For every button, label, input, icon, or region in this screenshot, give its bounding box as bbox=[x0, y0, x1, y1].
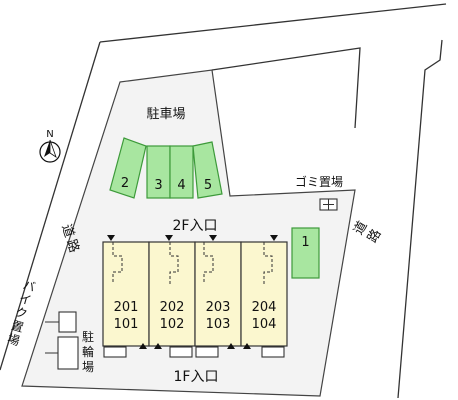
entrance-2f-marker bbox=[107, 235, 115, 241]
parking-area: 2 3 4 5 1 bbox=[109, 137, 320, 279]
road-label-right-char: 道 bbox=[351, 219, 370, 238]
entrance-2f-label: 2F入口 bbox=[173, 218, 218, 234]
parking-space-label-1: 1 bbox=[301, 235, 309, 250]
compass-north-label: N bbox=[46, 129, 53, 140]
stair-outline bbox=[203, 242, 214, 284]
parking-space-label-4: 4 bbox=[177, 178, 185, 193]
entrance-2f-marker bbox=[209, 235, 217, 241]
unit-label-101: 101 bbox=[114, 317, 139, 332]
bike-label-char: ク bbox=[14, 305, 29, 322]
unit-label-103: 103 bbox=[206, 317, 231, 332]
unit-label-201: 201 bbox=[114, 300, 139, 315]
parking-space-2 bbox=[109, 137, 147, 199]
bike-label-char: イ bbox=[18, 291, 33, 308]
entrance-1f-label: 1F入口 bbox=[174, 369, 219, 385]
parking-space-5 bbox=[192, 141, 223, 199]
entrance-1f-marker bbox=[139, 343, 147, 349]
road-label-right: 道 路 bbox=[351, 219, 384, 246]
bike-label-char: 置 bbox=[10, 318, 25, 335]
upper-right-boundary bbox=[211, 47, 361, 129]
building: 201 101 202 102 203 103 204 104 bbox=[102, 235, 288, 358]
road-label-left-char: 道 bbox=[58, 222, 76, 239]
road-label-left-char: 路 bbox=[63, 237, 82, 254]
door-box bbox=[195, 346, 219, 358]
bike-parking-label: バ イ ク 置 場 bbox=[6, 278, 37, 349]
compass-needle-icon bbox=[44, 140, 50, 157]
bicycle-parking-box bbox=[57, 336, 79, 370]
door-box bbox=[169, 346, 193, 358]
stair-outline bbox=[112, 242, 123, 284]
unit-label-102: 102 bbox=[160, 317, 185, 332]
unit-203-103 bbox=[194, 241, 242, 347]
unit-label-104: 104 bbox=[252, 317, 277, 332]
parking-space-label-3: 3 bbox=[154, 178, 162, 193]
bike-label-char: 場 bbox=[6, 332, 21, 349]
stair-outline bbox=[263, 242, 273, 284]
left-road-edge bbox=[0, 41, 101, 371]
north-compass: N bbox=[39, 129, 61, 163]
top-road-edge bbox=[99, 3, 447, 43]
unit-label-203: 203 bbox=[206, 300, 231, 315]
entrance-2f-marker bbox=[270, 235, 278, 241]
parking-space-label-5: 5 bbox=[204, 178, 212, 193]
bicycle-label-char: 場 bbox=[82, 360, 94, 374]
entrance-1f-marker bbox=[243, 343, 251, 349]
compass-needle-icon bbox=[49, 139, 57, 158]
unit-label-204: 204 bbox=[252, 300, 277, 315]
unit-label-202: 202 bbox=[160, 300, 185, 315]
entrance-1f-marker bbox=[227, 343, 235, 349]
bike-label-char: バ bbox=[21, 278, 36, 295]
door-box bbox=[261, 346, 285, 358]
road-label-left: 道 路 bbox=[58, 222, 82, 254]
bike-parking-box bbox=[58, 311, 77, 333]
door-box bbox=[103, 346, 127, 358]
right-road-edge bbox=[397, 39, 443, 399]
unit-202-102 bbox=[148, 241, 196, 347]
unit-204-104 bbox=[240, 241, 288, 347]
bicycle-label-char: 輪 bbox=[82, 344, 94, 359]
parking-label: 駐車場 bbox=[146, 107, 185, 122]
parking-space-1 bbox=[291, 227, 320, 279]
entrance-1f-marker bbox=[154, 343, 162, 349]
bicycle-label-char: 駐 bbox=[82, 329, 94, 344]
parking-space-4 bbox=[169, 145, 194, 199]
garbage-label: ゴミ置場 bbox=[295, 174, 343, 189]
unit-201-101 bbox=[102, 241, 150, 347]
parking-space-label-2: 2 bbox=[121, 176, 129, 191]
entrance-2f-marker bbox=[165, 235, 173, 241]
stair-outline bbox=[169, 242, 179, 284]
